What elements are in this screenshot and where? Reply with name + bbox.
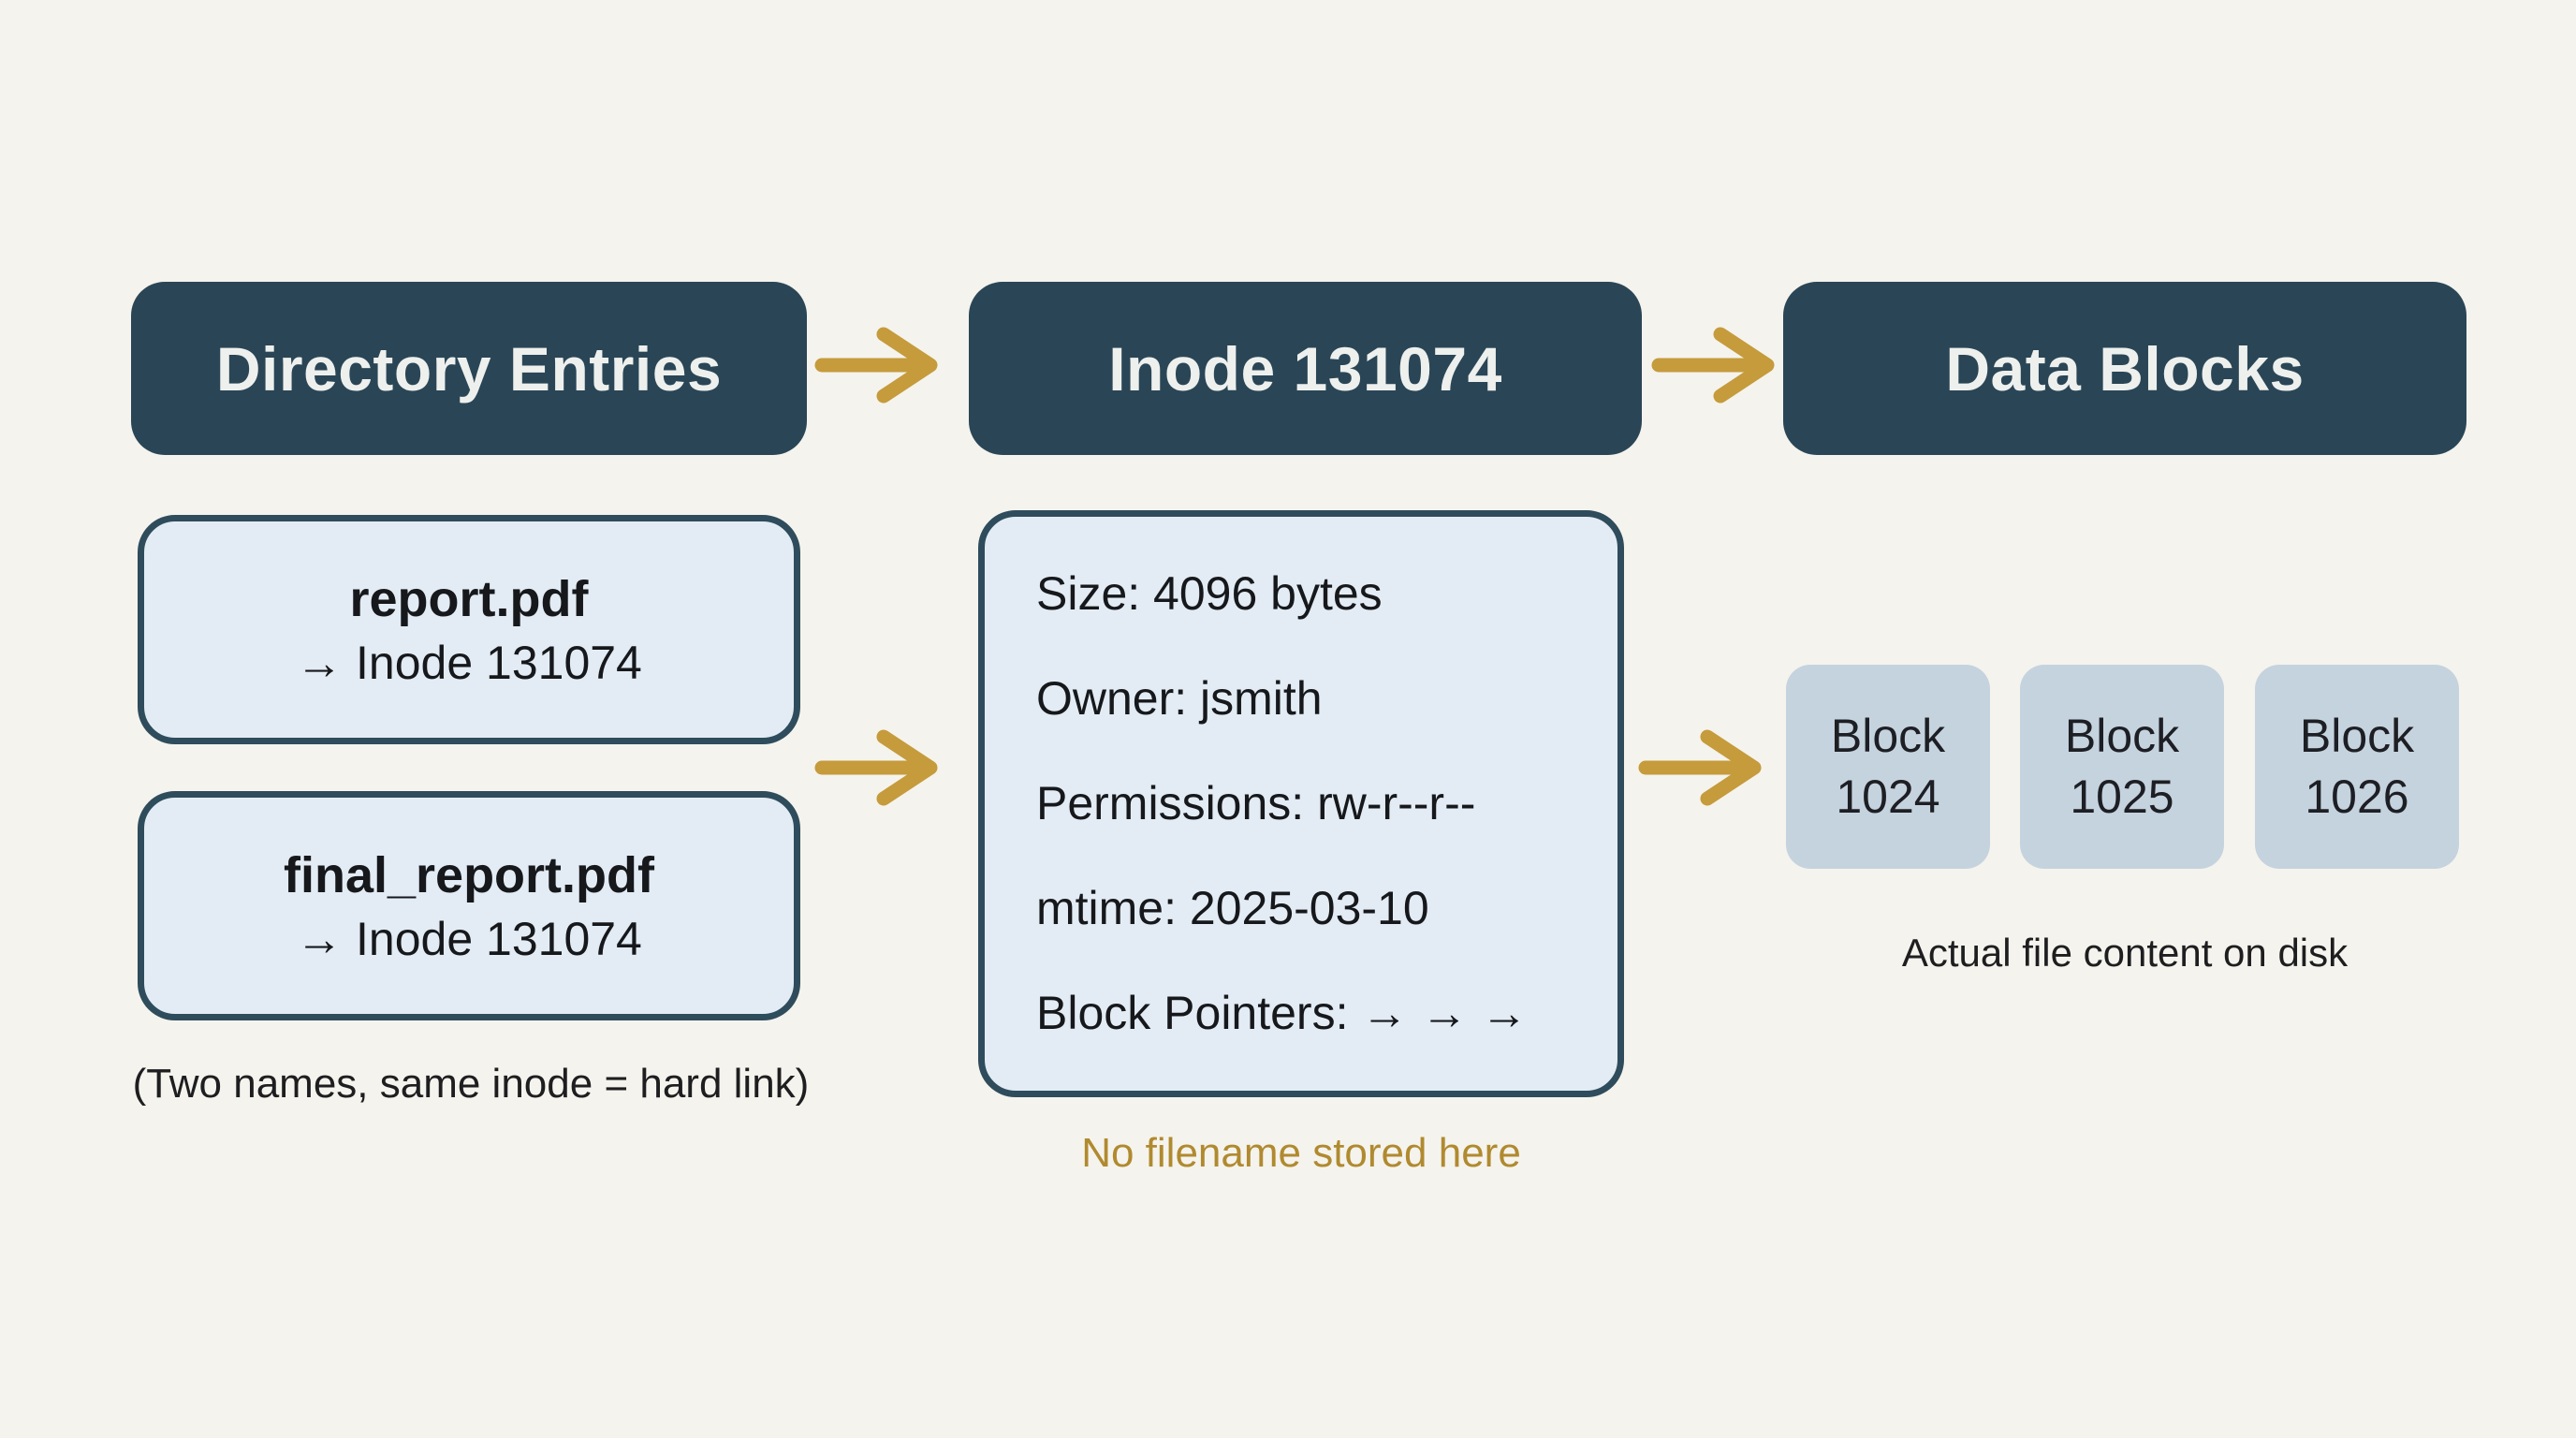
block-number: 1025 — [2070, 770, 2174, 823]
header-directory-entries-label: Directory Entries — [215, 333, 723, 404]
block-number: 1026 — [2305, 770, 2409, 823]
entry-filename: final_report.pdf — [283, 846, 654, 903]
entry-filename: report.pdf — [349, 570, 589, 627]
arrow-right-icon — [1636, 726, 1767, 810]
header-inode: Inode 131074 — [969, 282, 1642, 455]
hard-link-caption: (Two names, same inode = hard link) — [132, 1061, 810, 1107]
directory-entry-card-final-report: final_report.pdf → Inode 131074 — [138, 791, 800, 1020]
inode-field-mtime: mtime: 2025-03-10 — [1036, 882, 1429, 934]
arrow-right-icon — [1649, 323, 1780, 407]
entry-inode-pointer: → Inode 131074 — [296, 636, 642, 689]
inode-field-owner: Owner: jsmith — [1036, 672, 1323, 725]
header-inode-label: Inode 131074 — [1108, 333, 1502, 404]
data-block-1025: Block 1025 — [2020, 665, 2224, 869]
block-number: 1024 — [1836, 770, 1940, 823]
inode-field-block-pointers: Block Pointers: → → → — [1036, 987, 1529, 1039]
block-label: Block — [2299, 710, 2415, 762]
inode-field-permissions: Permissions: rw-r--r-- — [1036, 777, 1476, 829]
header-directory-entries: Directory Entries — [131, 282, 807, 455]
data-block-1026: Block 1026 — [2255, 665, 2459, 869]
header-data-blocks: Data Blocks — [1783, 282, 2466, 455]
arrow-right-icon — [812, 323, 944, 407]
inode-field-size: Size: 4096 bytes — [1036, 567, 1383, 620]
data-block-1024: Block 1024 — [1786, 665, 1990, 869]
inode-detail-card: Size: 4096 bytes Owner: jsmith Permissio… — [978, 510, 1624, 1097]
header-data-blocks-label: Data Blocks — [1945, 333, 2305, 404]
block-label: Block — [2064, 710, 2180, 762]
disk-content-caption: Actual file content on disk — [1901, 931, 2349, 975]
no-filename-caption: No filename stored here — [1081, 1130, 1521, 1176]
block-label: Block — [1830, 710, 1946, 762]
arrow-right-icon — [812, 726, 944, 810]
entry-inode-pointer: → Inode 131074 — [296, 912, 642, 965]
directory-entry-card-report: report.pdf → Inode 131074 — [138, 515, 800, 744]
